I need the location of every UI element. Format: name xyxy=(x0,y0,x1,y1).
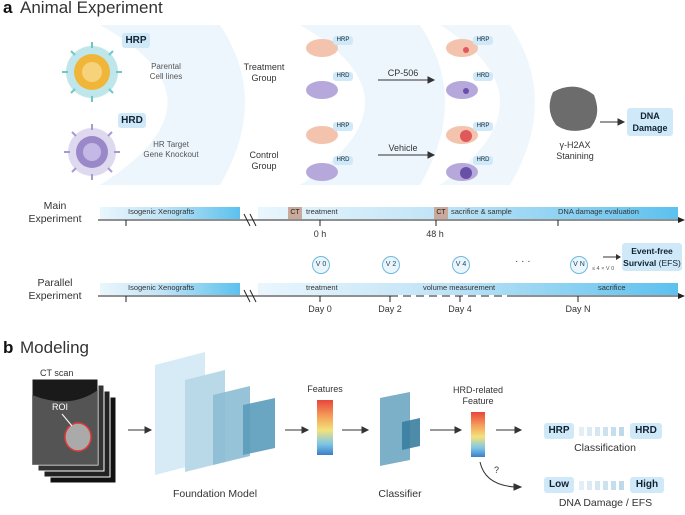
classifier-icon xyxy=(380,392,420,466)
parallel-axis xyxy=(98,289,685,303)
v4-bubble: V 4 xyxy=(452,256,470,274)
hrd-desc-2: Gene Knockout xyxy=(143,150,199,159)
mouse-label-hrp-2: HRP xyxy=(333,122,353,131)
efs-1: Event-free xyxy=(631,246,673,256)
dna-damage-1: DNA xyxy=(640,111,660,121)
main-axis xyxy=(98,213,685,227)
vn-bubble: V N xyxy=(570,256,588,274)
parallel-bar-2 xyxy=(258,283,678,295)
treatment-group-1: Treatment xyxy=(243,62,285,72)
hrp-desc-2: Cell lines xyxy=(149,72,183,81)
main-xeno: Isogenic Xenografts xyxy=(128,207,195,216)
efs-2: Survival xyxy=(623,258,657,268)
main-bar-1 xyxy=(100,207,240,219)
features-label: Features xyxy=(307,384,343,394)
main-exp-label-1: Main xyxy=(43,200,67,212)
parallel-sacrifice: sacrifice xyxy=(598,283,626,292)
parallel-volume: volume measurement xyxy=(423,283,496,292)
dna-efs-label: DNA Damage / EFS xyxy=(558,497,653,509)
control-group-2: Group xyxy=(251,161,277,171)
high-tag: High xyxy=(630,477,664,493)
question-mark: ? xyxy=(494,465,500,475)
parallel-treatment: treatment xyxy=(306,283,338,292)
parallel-exp-label-1: Parallel xyxy=(37,277,73,289)
stain-label-1: γ-H2AX xyxy=(559,140,591,150)
parallel-xeno: Isogenic Xenografts xyxy=(128,283,195,292)
ct-scan-label: CT scan xyxy=(40,368,74,378)
drug-label: CP-506 xyxy=(387,68,419,78)
panel-a-title: Animal Experiment xyxy=(20,0,163,17)
ellipsis: · · · xyxy=(515,256,531,267)
day0: Day 0 xyxy=(308,304,332,314)
haze-arc-1 xyxy=(100,25,245,185)
efs-3: (EFS) xyxy=(658,258,681,268)
foundation-model-label: Foundation Model xyxy=(172,488,258,500)
hrd-desc-1: HR Target xyxy=(153,140,189,149)
hrd-class-tag: HRD xyxy=(630,423,662,439)
dayn: Day N xyxy=(565,304,591,314)
hrd-feature-2: Feature xyxy=(462,396,494,406)
hrp-desc-1: Parental xyxy=(151,62,181,71)
control-group-1: Control xyxy=(249,150,279,160)
main-t0: 0 h xyxy=(313,229,327,239)
hrd-virus-icon xyxy=(64,124,120,180)
hrp-tag: HRP xyxy=(122,33,150,48)
foundation-model-icon xyxy=(155,352,275,475)
hrp-class-tag: HRP xyxy=(544,423,574,439)
hrp-virus-icon xyxy=(62,42,122,102)
parallel-exp-label-2: Experiment xyxy=(28,290,82,302)
treatment-group-2: Group xyxy=(251,73,277,83)
main-bar-2 xyxy=(258,207,678,219)
main-ct-1: CT xyxy=(288,207,302,219)
ct-scan-stack-icon xyxy=(31,378,117,484)
main-ct-2: CT xyxy=(434,207,448,219)
low-tag: Low xyxy=(544,477,574,493)
main-treatment: treatment xyxy=(306,207,338,216)
parallel-bar-1 xyxy=(100,283,240,295)
vn-condition: ≤ 4 × V 0 xyxy=(592,266,615,272)
hrd-tag: HRD xyxy=(118,113,146,128)
efs-box: Event-free Survival (EFS) xyxy=(622,243,682,271)
hrd-feature-bar xyxy=(471,412,485,457)
mouse-label-hrp-1: HRP xyxy=(333,36,353,45)
roi-label: ROI xyxy=(52,402,69,412)
stain-label-2: Stanining xyxy=(556,151,594,161)
tissue-section-icon xyxy=(549,86,598,131)
mouse-label-hrd-2: HRD xyxy=(333,156,353,165)
panel-a-letter: a xyxy=(3,0,13,17)
classification-gradient-icon xyxy=(579,427,624,490)
main-sacrifice: sacrifice & sample xyxy=(451,207,512,216)
v2-bubble: V 2 xyxy=(382,256,400,274)
mouse-label-hrp-4: HRP xyxy=(473,122,493,131)
haze-arc-2 xyxy=(300,25,445,185)
main-t48: 48 h xyxy=(426,229,444,239)
main-dna-eval: DNA damage evaluation xyxy=(558,207,639,216)
classification-label: Classification xyxy=(574,442,636,454)
dna-damage-2: Damage xyxy=(632,123,668,133)
vehicle-label: Vehicle xyxy=(388,143,418,153)
panel-b-letter: b xyxy=(3,338,14,357)
mouse-label-hrp-3: HRP xyxy=(473,36,493,45)
main-exp-label-2: Experiment xyxy=(28,213,82,225)
mouse-label-hrd-4: HRD xyxy=(473,156,493,165)
features-bar xyxy=(317,400,333,455)
dna-damage-box: DNA Damage xyxy=(627,108,673,136)
haze-arc-3 xyxy=(440,25,535,185)
day4: Day 4 xyxy=(448,304,472,314)
mouse-label-hrd-3: HRD xyxy=(473,72,493,81)
day2: Day 2 xyxy=(378,304,402,314)
hrd-feature-1: HRD-related xyxy=(452,385,503,395)
panel-b-title: Modeling xyxy=(20,338,89,357)
v0-bubble: V 0 xyxy=(312,256,330,274)
mouse-label-hrd-1: HRD xyxy=(333,72,353,81)
mouse-icon-group xyxy=(306,39,478,181)
classifier-label: Classifier xyxy=(378,488,422,500)
